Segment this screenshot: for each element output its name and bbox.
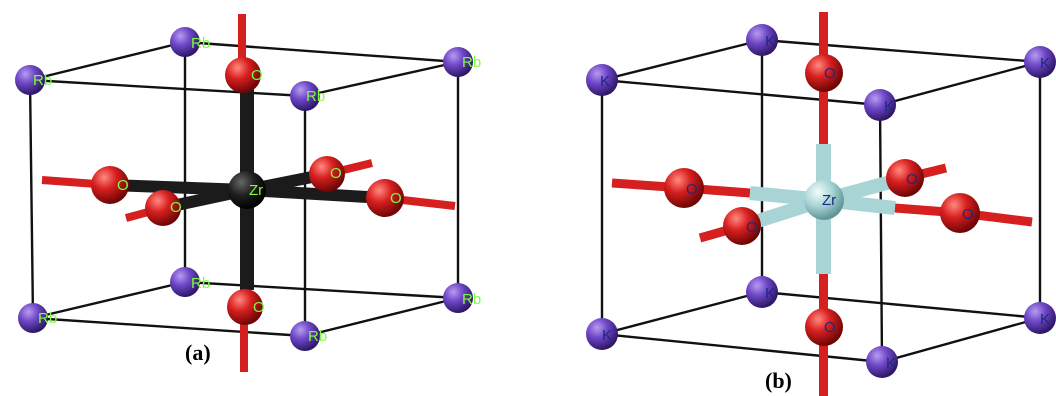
corner-atom-rb	[290, 321, 320, 351]
unit-cell-edges	[28, 40, 460, 338]
corner-atom-rb	[170, 27, 200, 57]
panel-caption: (b)	[765, 368, 792, 393]
bond-zr-vertical	[816, 210, 831, 274]
cell-edge	[29, 78, 306, 98]
bond-o-vertical	[819, 340, 828, 396]
oxygen-atom	[366, 179, 404, 217]
bond-o-vertical	[819, 12, 828, 74]
corner-atom-k	[1024, 302, 1056, 334]
cell-edge	[304, 296, 459, 338]
oxygen-label: O	[330, 165, 342, 182]
oxygen-atom	[227, 289, 263, 325]
oxygen-label: O	[906, 171, 918, 188]
zr-atom	[804, 180, 844, 220]
corner-label: K	[1040, 55, 1050, 72]
cell-edge	[304, 60, 459, 98]
oxygen-atom	[723, 207, 761, 245]
oxygen-atom	[886, 159, 924, 197]
cell-edge	[184, 280, 459, 300]
cell-edge	[761, 38, 1041, 64]
oxygen-atom	[805, 54, 843, 92]
oxygen-atom	[805, 308, 843, 346]
corner-atom-rb	[15, 65, 45, 95]
corner-label: Rb	[38, 310, 57, 327]
corner-atom-k	[746, 24, 778, 56]
zr-atom	[228, 171, 266, 209]
oxygen-atom	[309, 156, 345, 192]
corner-label: Rb	[462, 291, 481, 308]
cell-edge	[32, 316, 306, 338]
corner-label: K	[884, 98, 894, 115]
oxygen-atom	[225, 57, 261, 93]
corner-label: K	[886, 355, 896, 372]
oxygen-label: O	[686, 181, 698, 198]
zr-label: Zr	[249, 182, 263, 199]
corner-atom-k	[746, 276, 778, 308]
oxygen-label: O	[390, 190, 402, 207]
bond-o-vertical	[819, 88, 828, 144]
cell-edge	[881, 316, 1041, 364]
corner-atom-k	[586, 64, 618, 96]
oxygen-label: O	[746, 219, 758, 236]
corner-label: Rb	[308, 328, 327, 345]
bond-o-vertical	[819, 274, 828, 314]
corner-atom-k	[864, 89, 896, 121]
corner-label: Rb	[462, 54, 481, 71]
cell-edge	[32, 280, 186, 320]
oxygen-label: O	[251, 67, 263, 84]
cell-edge	[761, 290, 1041, 320]
corner-atom-rb	[290, 81, 320, 111]
corner-atom-k	[866, 346, 898, 378]
corner-label: K	[600, 73, 610, 90]
bond-o-vertical	[240, 290, 248, 372]
corner-atom-k	[1024, 46, 1056, 78]
corner-atom-rb	[18, 303, 48, 333]
oxygen-label: O	[170, 199, 182, 216]
cell-edge	[184, 40, 459, 64]
corner-label: K	[1040, 311, 1050, 328]
zr-label: Zr	[822, 192, 836, 209]
cell-edge	[601, 38, 763, 82]
corner-atom-rb	[443, 283, 473, 313]
corner-label: K	[765, 33, 775, 50]
cell-edge	[879, 60, 1041, 107]
panel-b: K K K K K K K K O O O O O O Zr (b)	[586, 12, 1056, 396]
corner-label: K	[765, 285, 775, 302]
cell-edge	[601, 78, 881, 107]
cell-edge	[601, 290, 763, 336]
oxygen-atom	[145, 190, 181, 226]
bond-zr-vertical	[816, 144, 831, 192]
panel-a: Rb Rb Rb Rb Rb Rb Rb Rb O O O O O O Zr (…	[15, 14, 481, 372]
bond-o-vertical	[238, 14, 246, 76]
corner-label: Rb	[191, 275, 210, 292]
bond-zr-vertical	[240, 190, 254, 290]
bond-zr-vertical	[240, 76, 254, 176]
unit-cell-edges	[600, 38, 1042, 364]
cell-edge	[601, 332, 883, 364]
oxygen-label: O	[962, 206, 974, 223]
cell-edge	[878, 104, 884, 363]
oxygen-label: O	[117, 177, 129, 194]
corner-label: K	[602, 327, 612, 344]
oxygen-atom	[91, 166, 129, 204]
corner-label: Rb	[33, 72, 52, 89]
oxygen-atom	[940, 193, 980, 233]
panel-caption: (a)	[185, 340, 211, 365]
oxygen-label: O	[253, 299, 265, 316]
corner-atom-rb	[443, 47, 473, 77]
cell-edge	[29, 40, 186, 82]
oxygen-label: O	[824, 65, 836, 82]
oxygen-atom	[664, 168, 704, 208]
oxygen-label: O	[824, 319, 836, 336]
cell-edge	[28, 79, 35, 319]
corner-atom-k	[586, 318, 618, 350]
corner-label: Rb	[306, 88, 325, 105]
corner-label: Rb	[191, 35, 210, 52]
corner-atom-rb	[170, 267, 200, 297]
